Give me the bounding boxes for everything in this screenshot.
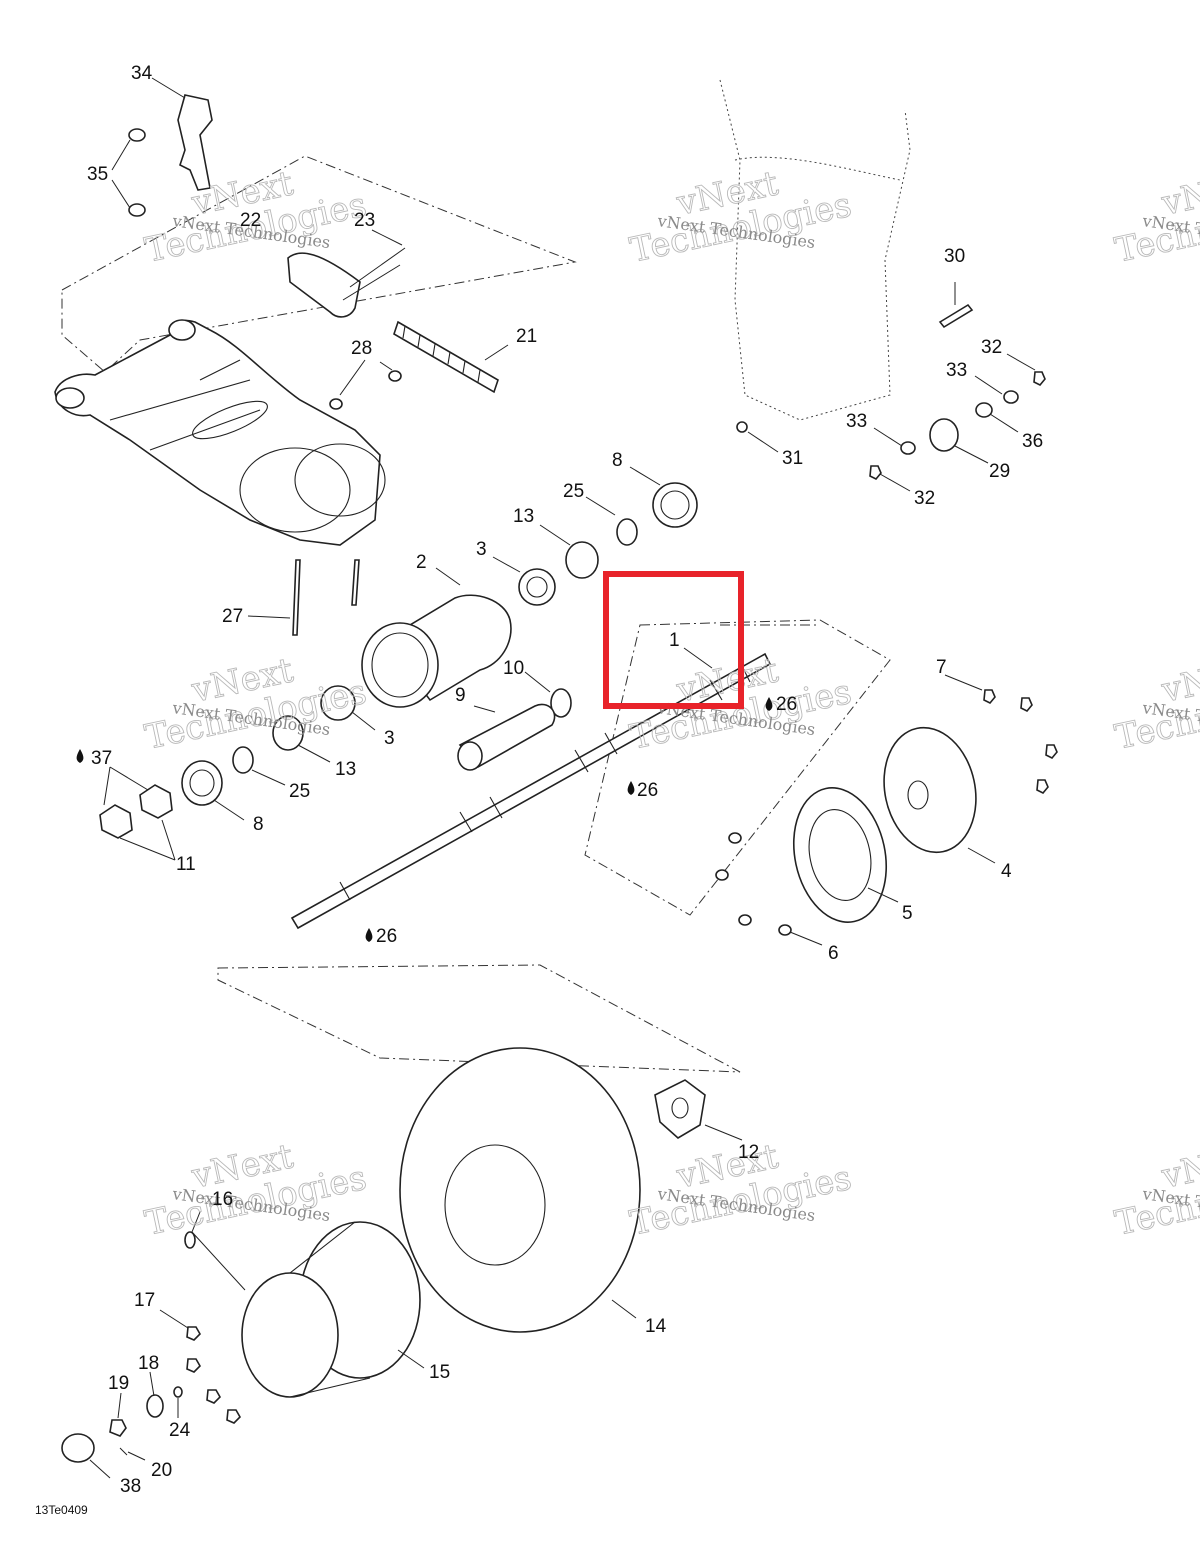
- watermark-bottom-right: vNext Technologies vNext Technologies: [1111, 1136, 1200, 1244]
- eccentric-housing: [181, 482, 698, 806]
- callout-7[interactable]: 7: [936, 657, 947, 678]
- frame-mount-parts: [736, 303, 1046, 480]
- callout-26[interactable]: 26: [776, 694, 797, 715]
- sprocket-bolts: [715, 832, 792, 936]
- wheel-fasteners: [61, 1231, 241, 1463]
- callout-2[interactable]: 2: [416, 552, 427, 573]
- callout-17[interactable]: 17: [134, 1290, 155, 1311]
- bolts: [292, 370, 402, 636]
- callout-labels: 1 2 3 3 4 5 6 7 8 8 9 10 11 12 13 13 14 …: [87, 63, 1043, 1497]
- callout-6[interactable]: 6: [828, 943, 839, 964]
- callout-34[interactable]: 34: [131, 63, 153, 84]
- callout-8[interactable]: 8: [612, 450, 623, 471]
- leader-lines: [89, 77, 1036, 1479]
- spacers: [128, 128, 146, 217]
- callout-37[interactable]: 37: [91, 748, 112, 769]
- callout-5[interactable]: 5: [902, 903, 913, 924]
- tire: [399, 1047, 641, 1333]
- callout-33[interactable]: 33: [846, 411, 867, 432]
- callout-1[interactable]: 1: [669, 630, 680, 651]
- callout-8[interactable]: 8: [253, 814, 264, 835]
- callout-35[interactable]: 35: [87, 164, 108, 185]
- oil-drop-icon: [627, 781, 635, 795]
- callout-27[interactable]: 27: [222, 606, 243, 627]
- drive-chain: [393, 320, 499, 394]
- callout-29[interactable]: 29: [989, 461, 1010, 482]
- callout-3[interactable]: 3: [384, 728, 395, 749]
- drive-sprocket: [792, 787, 888, 923]
- wheel-rim: [241, 1221, 421, 1398]
- figure-code: 13Te0409: [35, 1503, 88, 1517]
- callout-3[interactable]: 3: [476, 539, 487, 560]
- callout-26[interactable]: 26: [637, 780, 658, 801]
- rear-axle: [290, 652, 772, 930]
- callout-32[interactable]: 32: [914, 488, 935, 509]
- swing-arm: [54, 319, 386, 546]
- callout-18[interactable]: 18: [138, 1353, 159, 1374]
- callout-36[interactable]: 36: [1022, 431, 1043, 452]
- watermark-mid-right: vNext Technologies vNext Technologies: [1111, 650, 1200, 758]
- callout-38[interactable]: 38: [120, 1476, 141, 1497]
- callout-19[interactable]: 19: [108, 1373, 129, 1394]
- callout-22[interactable]: 22: [240, 210, 261, 231]
- sprocket-nuts: [983, 689, 1058, 794]
- wheel-hub: [654, 1079, 706, 1139]
- callout-25[interactable]: 25: [289, 781, 310, 802]
- watermark-mid-left: vNext Technologies vNext Technologies: [141, 650, 370, 758]
- callout-28[interactable]: 28: [351, 338, 372, 359]
- callout-13[interactable]: 13: [513, 506, 534, 527]
- sprocket-hub: [883, 726, 977, 854]
- oil-drop-icon: [76, 749, 84, 763]
- callout-32[interactable]: 32: [981, 337, 1002, 358]
- callout-16[interactable]: 16: [212, 1189, 233, 1210]
- callout-4[interactable]: 4: [1001, 861, 1012, 882]
- highlight-box: [603, 571, 744, 709]
- callout-21[interactable]: 21: [516, 326, 537, 347]
- lubricant-icons: [76, 697, 773, 942]
- oil-drop-icon: [765, 697, 773, 711]
- spacer-tube: [457, 703, 556, 771]
- callout-25[interactable]: 25: [563, 481, 584, 502]
- oil-drop-icon: [365, 928, 373, 942]
- callout-12[interactable]: 12: [738, 1142, 759, 1163]
- axle-nuts: [99, 784, 173, 839]
- watermark-top-center: vNext Technologies vNext Technologies: [626, 163, 855, 271]
- callout-20[interactable]: 20: [151, 1460, 172, 1481]
- watermark-top-right: vNext Technologies vNext Technologies: [1111, 163, 1200, 271]
- callout-24[interactable]: 24: [169, 1420, 191, 1441]
- callout-13[interactable]: 13: [335, 759, 356, 780]
- callout-15[interactable]: 15: [429, 1362, 450, 1383]
- callout-31[interactable]: 31: [782, 448, 803, 469]
- callout-33[interactable]: 33: [946, 360, 967, 381]
- callout-14[interactable]: 14: [645, 1316, 667, 1337]
- callout-23[interactable]: 23: [354, 210, 375, 231]
- bracket: [177, 94, 213, 191]
- callout-11[interactable]: 11: [176, 854, 196, 875]
- callout-9[interactable]: 9: [455, 685, 466, 706]
- callout-26[interactable]: 26: [376, 926, 397, 947]
- chain-guard: [287, 247, 406, 318]
- callout-30[interactable]: 30: [944, 246, 965, 267]
- callout-10[interactable]: 10: [503, 658, 524, 679]
